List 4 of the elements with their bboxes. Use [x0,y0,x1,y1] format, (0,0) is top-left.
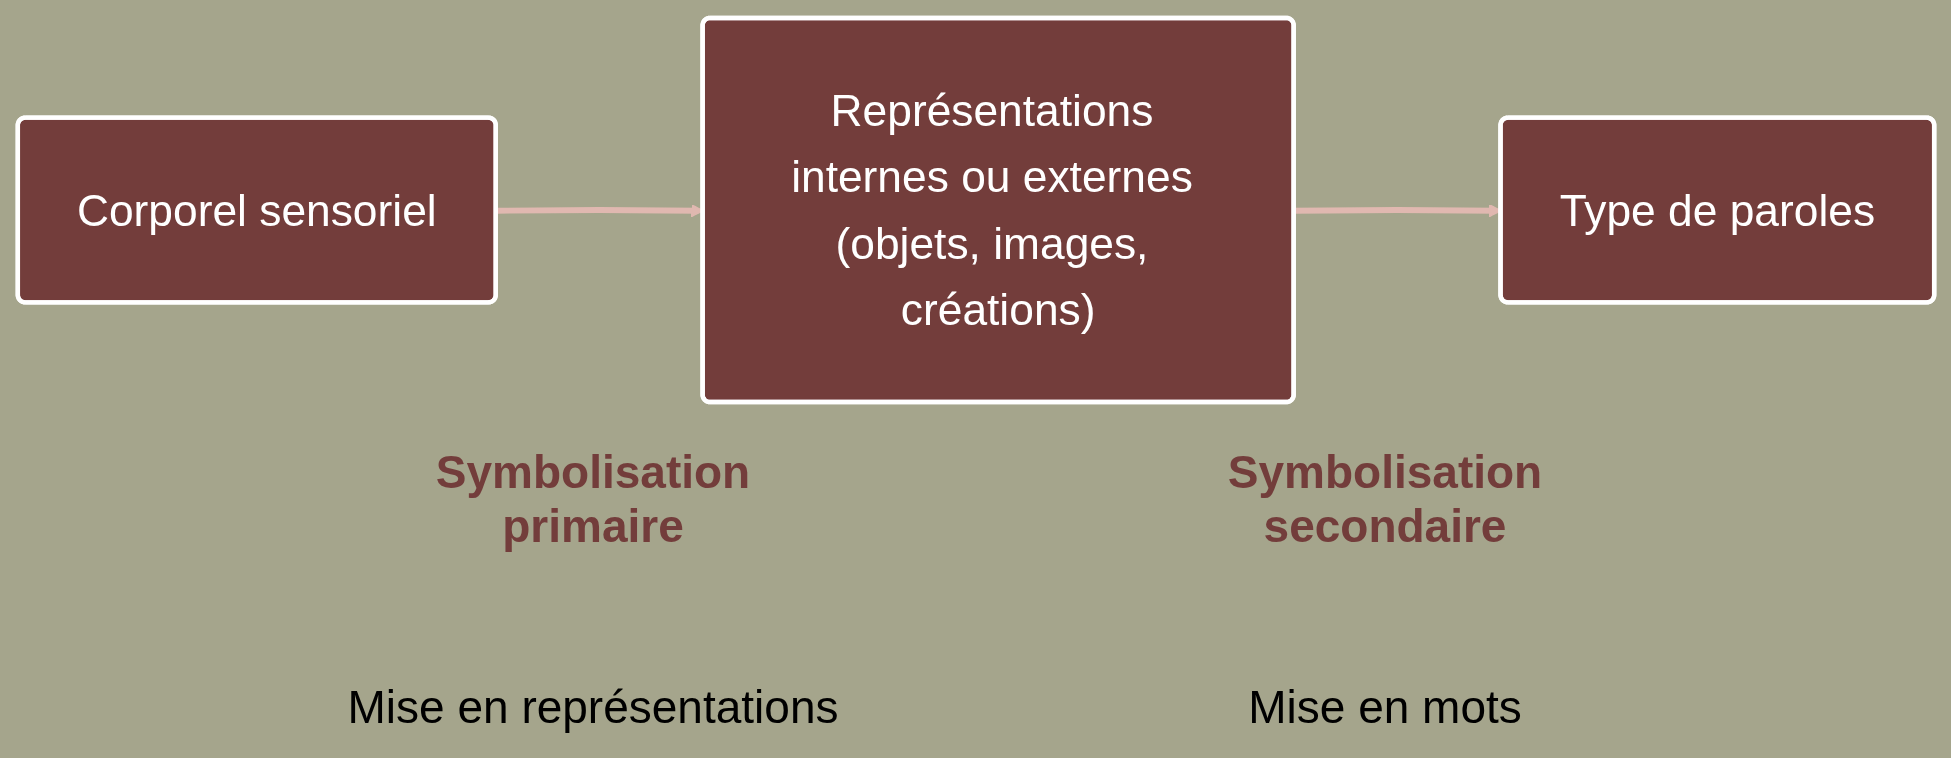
stage-caption: Mise en mots [1248,680,1522,734]
stage-heading: Symbolisation primaire [434,445,752,553]
stage-caption: Mise en représentations [347,680,839,734]
stage-heading: Symbolisation secondaire [1226,445,1544,553]
